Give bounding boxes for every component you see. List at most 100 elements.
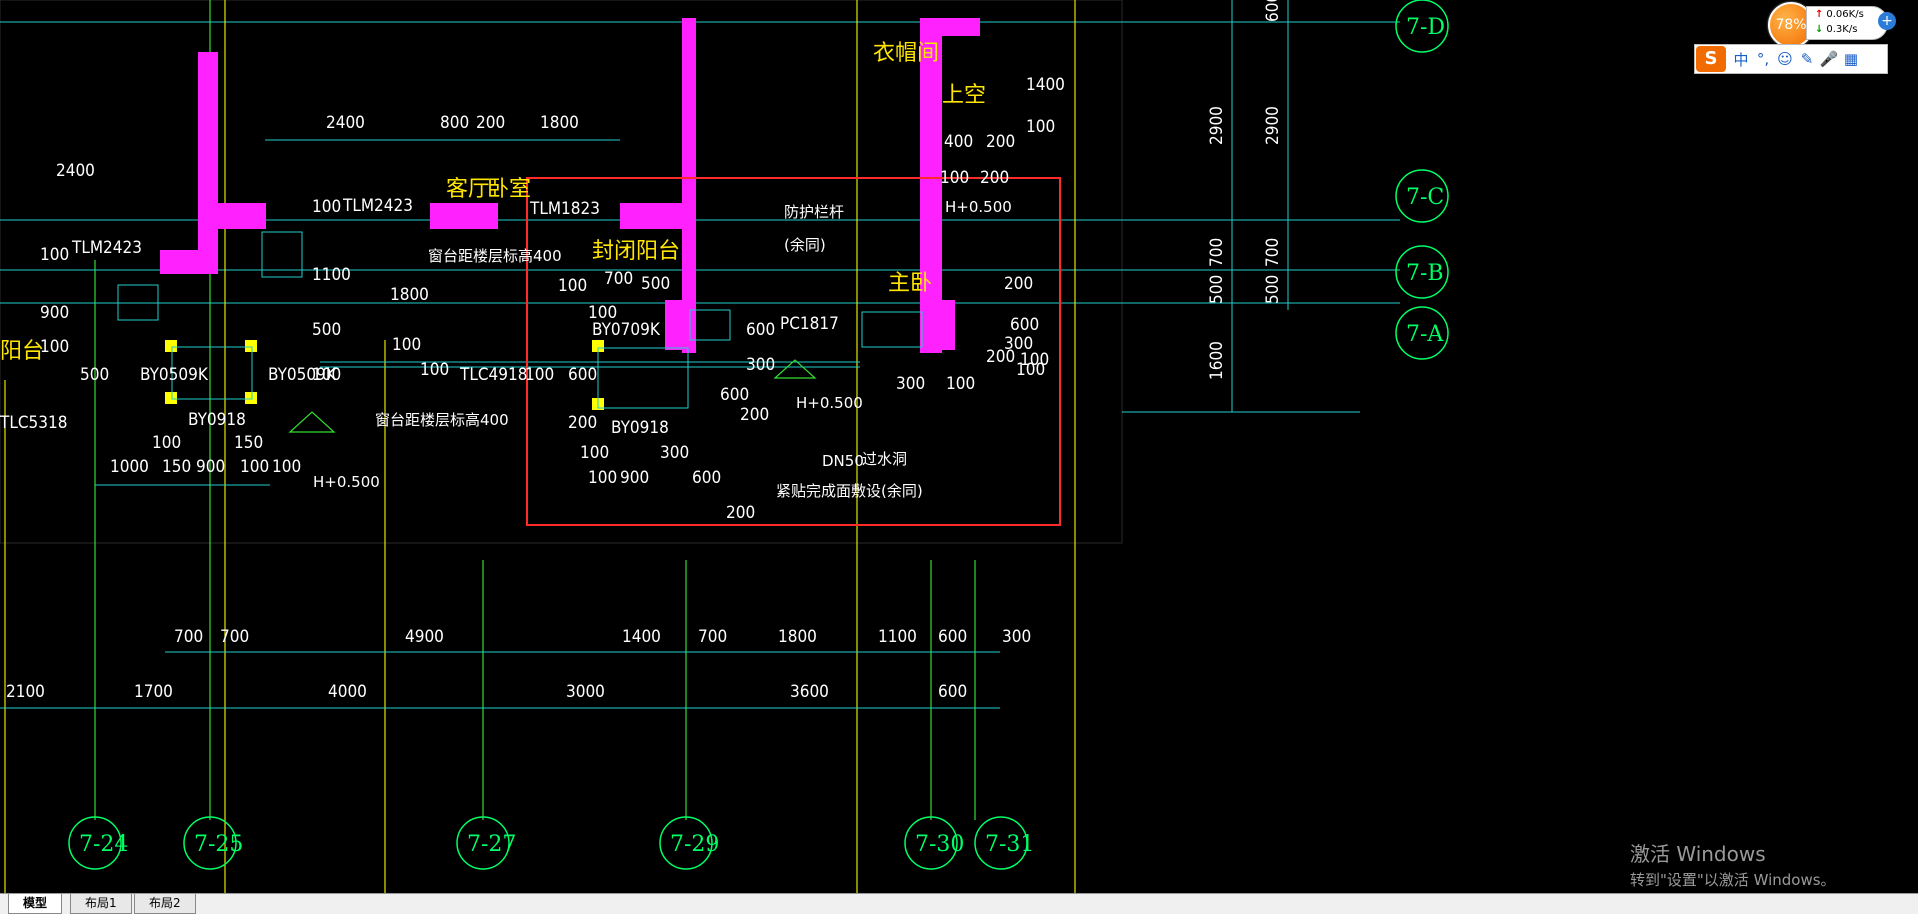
column-axis-bubbles: 7-24 7-25 7-27 7-29 7-30 7-31 [68,816,1034,870]
tag: BY0918 [611,418,669,438]
dimension-text: 600 [746,320,775,340]
ime-toolbox-icon[interactable]: ▦ [1843,50,1859,68]
dimensions-detail: 100 150 1000 150 900 100 100 100 300 100… [110,274,1049,523]
widget-plus-icon[interactable]: + [1878,12,1896,30]
row-label: 7-A [1406,322,1444,347]
tag: TLM2423 [71,238,142,258]
dimension-text: 100 [1020,350,1049,370]
room-labels: 衣帽间 上空 客厅 卧室 封闭阳台 主卧 阳台 [0,41,986,364]
col-label: 7-27 [467,832,516,857]
ime-chinese-mode[interactable]: 中 [1733,50,1749,69]
dimension-text: 1400 [622,627,661,647]
dimensions-right: 600 2900 2900 700 700 500 500 1600 [1207,0,1283,380]
tab-layout2[interactable]: 布局2 [134,894,196,914]
dimension-text: 900 [196,457,225,477]
tag: BY0709K [592,320,661,340]
dimension-text: 700 [604,269,633,289]
dimension-text: 1800 [390,285,429,305]
dimensions-row2: 2100 1700 4000 3000 3600 600 [6,682,967,702]
dimension-text: 200 [726,503,755,523]
watermark-line2: 转到"设置"以激活 Windows。 [1630,871,1836,889]
dimension-lines [0,0,1289,709]
room-name: 上空 [942,83,986,108]
tag: TLM1823 [529,199,600,219]
dimension-text: 600 [568,365,597,385]
dimension-text: 300 [1004,334,1033,354]
dimension-text: 700 [1263,238,1283,267]
upload-arrow-icon: ↑ [1815,9,1824,20]
dimension-text: 300 [896,374,925,394]
ime-punctuation-icon[interactable]: °, [1756,50,1770,68]
room-name: 客厅 [446,177,490,202]
dimension-text: 150 [234,433,263,453]
network-monitor-widget[interactable]: 78% ↑0.06K/s ↓0.3K/s + [1768,2,1896,48]
dimension-text: 1400 [1026,75,1065,95]
col-label: 7-31 [985,832,1034,857]
dimension-text: 1700 [134,682,173,702]
dimension-text: 100 [392,335,421,355]
layout-tab-bar: 模型 布局1 布局2 [0,893,1918,914]
dimension-text: 500 [641,274,670,294]
dimension-text: 200 [986,132,1015,152]
dimension-text: 700 [220,627,249,647]
dimension-text: 200 [980,168,1009,188]
dimension-text: 200 [986,347,1015,367]
wall-lines [4,0,1076,893]
upload-speed: 0.06K/s [1826,9,1864,20]
elevation-markers [288,359,817,433]
dimension-text: 200 [568,413,597,433]
dimension-text: 2900 [1263,106,1283,145]
watermark-line1: 激活 Windows [1630,842,1766,866]
note: H+0.500 [796,394,863,412]
dimension-text: 400 [944,132,973,152]
dimension-text: 100 [580,443,609,463]
dimension-text: 300 [1002,627,1031,647]
tag: PC1817 [780,314,839,334]
note: (余同) [784,236,826,254]
room-name: 卧室 [487,177,531,202]
dimension-text: 2400 [326,113,365,133]
dimension-text: 200 [1004,274,1033,294]
windows-activation-watermark: 激活 Windows 转到"设置"以激活 Windows。 [1630,838,1836,890]
ime-toolbar[interactable]: S 中 °, ☺ ✎ 🎤 ▦ [1694,44,1888,74]
dimension-text: 100 [558,276,587,296]
element-tags: TLM2423 TLM2423 TLM1823 BY0709K BY0509K … [0,196,839,438]
dimension-text: 100 [312,365,341,385]
dimension-text: 1800 [778,627,817,647]
dimension-text: 100 [946,374,975,394]
tab-model[interactable]: 模型 [8,894,63,914]
dimension-text: 900 [620,468,649,488]
dimension-text: 4900 [405,627,444,647]
tab-layout1[interactable]: 布局1 [70,894,132,914]
dimension-text: 800 [440,113,469,133]
dimension-text: 100 [240,457,269,477]
ime-emoji-icon[interactable]: ☺ [1777,50,1793,68]
dimension-text: 500 [80,365,109,385]
dimension-text: 100 [40,337,69,357]
dimension-text: 1100 [878,627,917,647]
dimension-text: 1100 [312,265,351,285]
dimension-text: 100 [420,360,449,380]
dimensions-upper: 2400 800 200 1800 2400 100 100 900 100 5… [40,75,1065,433]
sogou-logo-icon[interactable]: S [1696,46,1726,72]
dimension-text: 200 [740,405,769,425]
download-arrow-icon: ↓ [1815,24,1824,35]
dimension-text: 600 [720,385,749,405]
cad-model-space[interactable]: 7-24 7-25 7-27 7-29 7-30 7-31 7-D 7-C 7-… [0,0,1918,893]
network-speeds: ↑0.06K/s ↓0.3K/s [1806,6,1888,40]
tag: BY0509K [268,365,337,385]
row-label: 7-B [1406,261,1444,286]
dimension-text: 700 [174,627,203,647]
dimension-text: 1000 [110,457,149,477]
row-label: 7-C [1406,185,1444,210]
drawing-notes: 防护栏杆 (余同) 窗台距楼层标高400 窗台距楼层标高400 H+0.500 … [313,198,1012,500]
dimension-text: 900 [40,303,69,323]
room-name: 阳台 [0,339,44,364]
dimension-text: 3000 [566,682,605,702]
dimension-text: 600 [692,468,721,488]
ime-voice-icon[interactable]: 🎤 [1819,50,1839,68]
dimension-text: 700 [1207,238,1227,267]
floor-plan-drawing[interactable]: 7-24 7-25 7-27 7-29 7-30 7-31 7-D 7-C 7-… [0,0,1918,893]
col-label: 7-30 [915,832,964,857]
ime-handwrite-icon[interactable]: ✎ [1800,50,1814,68]
